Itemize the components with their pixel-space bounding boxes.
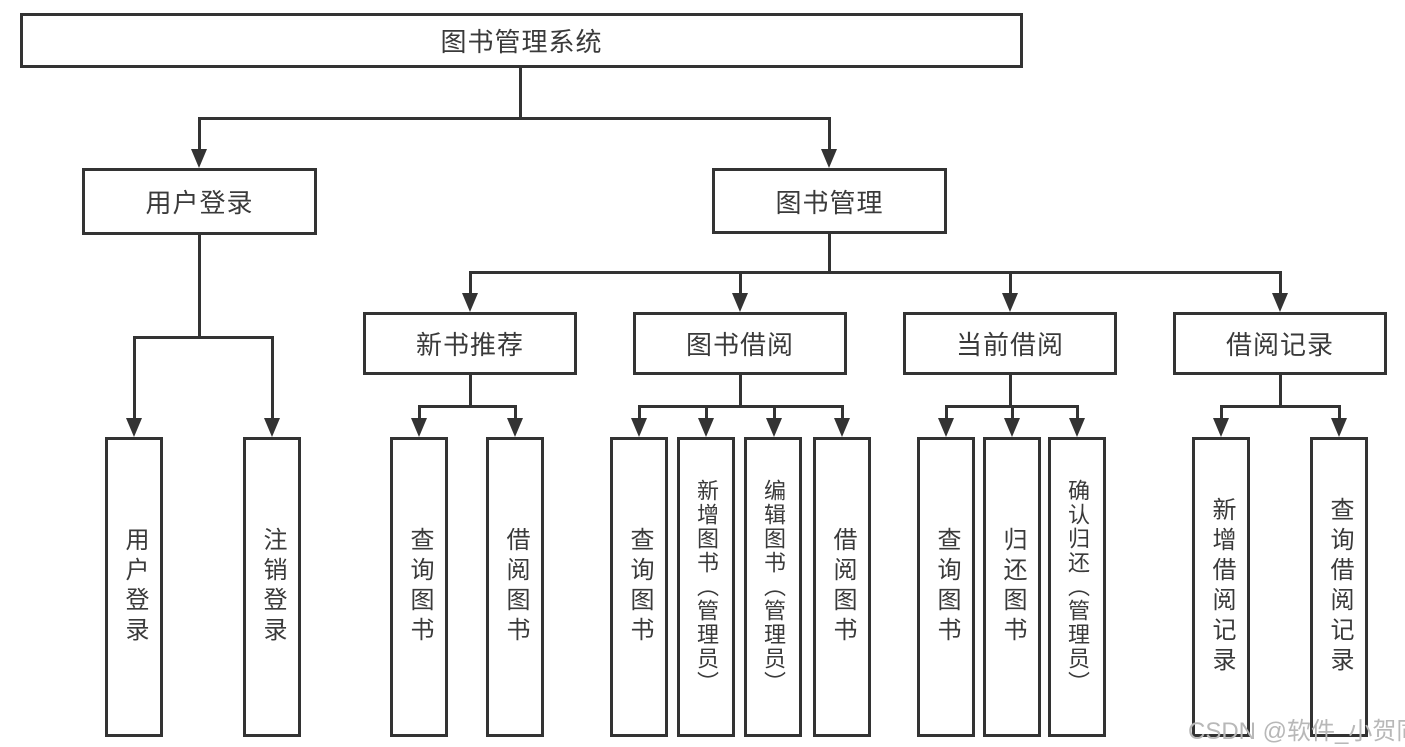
leaf-query-borrow-record: 查询借阅记录 <box>1310 437 1368 737</box>
leaf-label: 新增借阅记录 <box>1208 497 1235 677</box>
connector-current-stub <box>1009 375 1012 408</box>
arrow-to-borrow-records <box>1272 271 1288 312</box>
connector-recommend-stub <box>469 375 472 408</box>
leaf-borrow-books: 借阅图书 <box>813 437 871 737</box>
leaf-label: 借阅图书 <box>829 527 856 647</box>
leaf-label: 借阅图书 <box>502 527 529 647</box>
node-book-borrow: 图书借阅 <box>633 312 847 375</box>
leaf-label: 新增图书（管理员） <box>694 479 719 695</box>
connector-root-stub <box>519 68 522 120</box>
arrow-to-leaf-edit-books <box>766 405 782 437</box>
leaf-confirm-return-admin: 确认归还（管理员） <box>1048 437 1106 737</box>
leaf-label: 用户登录 <box>121 527 148 647</box>
leaf-add-books-admin: 新增图书（管理员） <box>677 437 735 737</box>
leaf-edit-books-admin: 编辑图书（管理员） <box>744 437 802 737</box>
arrow-to-leaf-borrow-books-recommend <box>507 405 523 437</box>
arrow-to-current-borrow <box>1002 271 1018 312</box>
arrow-to-user-login <box>191 117 207 168</box>
leaf-label: 确认归还（管理员） <box>1065 479 1090 695</box>
connector-userlogin-rail <box>133 336 274 339</box>
leaf-label: 查询借阅记录 <box>1326 497 1353 677</box>
leaf-logout: 注销登录 <box>243 437 301 737</box>
leaf-add-borrow-record: 新增借阅记录 <box>1192 437 1250 737</box>
arrow-to-leaf-query-books-recommend <box>411 405 427 437</box>
node-book-management: 图书管理 <box>712 168 947 234</box>
connector-bookmgmt-stub <box>828 233 831 274</box>
leaf-label: 归还图书 <box>999 527 1026 647</box>
connector-level2-rail <box>198 117 831 120</box>
node-current-borrow: 当前借阅 <box>903 312 1117 375</box>
csdn-watermark: CSDN @软件_小贺同学 <box>1188 718 1405 745</box>
arrow-to-leaf-query-borrow-record <box>1331 405 1347 437</box>
leaf-user-login: 用户登录 <box>105 437 163 737</box>
leaf-label: 查询图书 <box>933 527 960 647</box>
leaf-query-books-borrow: 查询图书 <box>610 437 668 737</box>
leaf-borrow-books-recommend: 借阅图书 <box>486 437 544 737</box>
connector-recommend-rail <box>418 405 516 408</box>
arrow-to-leaf-return-books <box>1004 405 1020 437</box>
leaf-label: 注销登录 <box>259 527 286 647</box>
connector-borrow-rail <box>638 405 843 408</box>
leaf-query-books-current: 查询图书 <box>917 437 975 737</box>
connector-userlogin-stub <box>198 235 201 339</box>
leaf-label: 查询图书 <box>626 527 653 647</box>
node-user-login: 用户登录 <box>82 168 317 235</box>
connector-records-rail <box>1220 405 1340 408</box>
arrow-to-leaf-add-borrow-record <box>1213 405 1229 437</box>
arrow-to-leaf-query-books-current <box>938 405 954 437</box>
arrow-to-leaf-add-books <box>698 405 714 437</box>
node-new-book-recommend: 新书推荐 <box>363 312 577 375</box>
arrow-to-leaf-query-books-borrow <box>631 405 647 437</box>
leaf-label: 查询图书 <box>406 527 433 647</box>
leaf-query-books-recommend: 查询图书 <box>390 437 448 737</box>
connector-level3-rail <box>469 271 1281 274</box>
connector-borrow-stub <box>739 375 742 408</box>
arrow-to-leaf-borrow-books <box>834 405 850 437</box>
arrow-to-leaf-logout <box>264 336 280 437</box>
arrow-to-new-book-recommend <box>462 271 478 312</box>
arrow-to-book-management <box>821 117 837 168</box>
node-borrow-records: 借阅记录 <box>1173 312 1387 375</box>
node-root-library-system: 图书管理系统 <box>20 13 1023 68</box>
leaf-label: 编辑图书（管理员） <box>761 479 786 695</box>
leaf-return-books: 归还图书 <box>983 437 1041 737</box>
connector-records-stub <box>1279 375 1282 408</box>
arrow-to-leaf-confirm-return <box>1069 405 1085 437</box>
arrow-to-leaf-user-login <box>126 336 142 437</box>
arrow-to-book-borrow <box>732 271 748 312</box>
